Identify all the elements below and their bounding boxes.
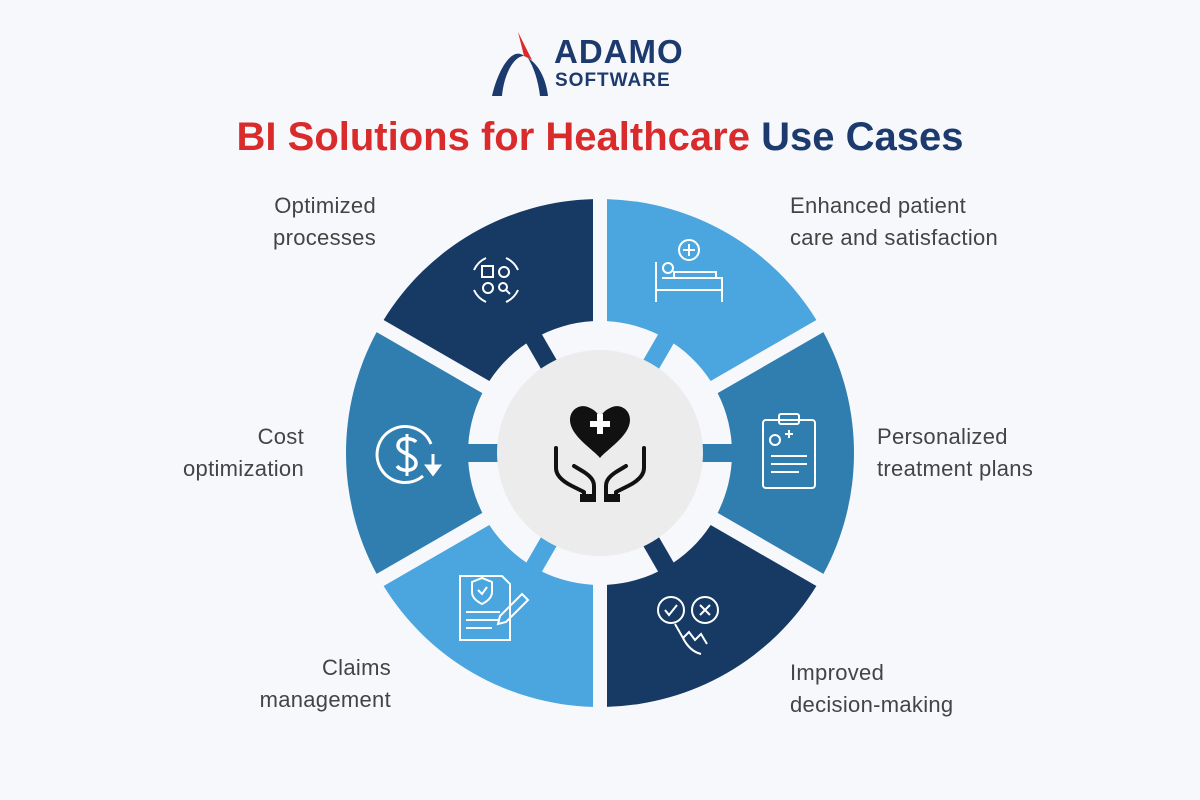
ring-segment	[607, 524, 817, 707]
ring-segment	[346, 332, 483, 574]
clipboard-icon	[762, 413, 816, 489]
brand-logo: ADAMO SOFTWARE	[488, 30, 718, 100]
brand-subname: SOFTWARE	[555, 70, 671, 91]
segment-connector	[464, 444, 501, 462]
title-suffix: Use Cases	[761, 115, 964, 159]
segment-connector	[524, 534, 559, 576]
ring-segment	[717, 332, 854, 574]
segment-connector	[641, 330, 676, 372]
segment-connector	[699, 444, 736, 462]
segment-connector	[641, 534, 676, 576]
brand-swoosh-icon	[492, 32, 548, 96]
segment-connector	[524, 330, 559, 372]
brand-name: ADAMO	[554, 33, 684, 70]
ring-segment	[383, 524, 593, 707]
process-gears-icon	[473, 257, 519, 303]
hospital-bed-icon	[655, 239, 723, 302]
decision-hand-icon	[657, 596, 719, 655]
dollar-cost-icon	[375, 425, 442, 484]
ring-segment	[383, 199, 593, 382]
title-highlight: BI Solutions for Healthcare	[236, 115, 750, 159]
page-title: BI Solutions for Healthcare Use Cases	[0, 112, 1200, 162]
heart-hands-icon	[554, 406, 646, 502]
document-pen-icon	[459, 575, 530, 641]
